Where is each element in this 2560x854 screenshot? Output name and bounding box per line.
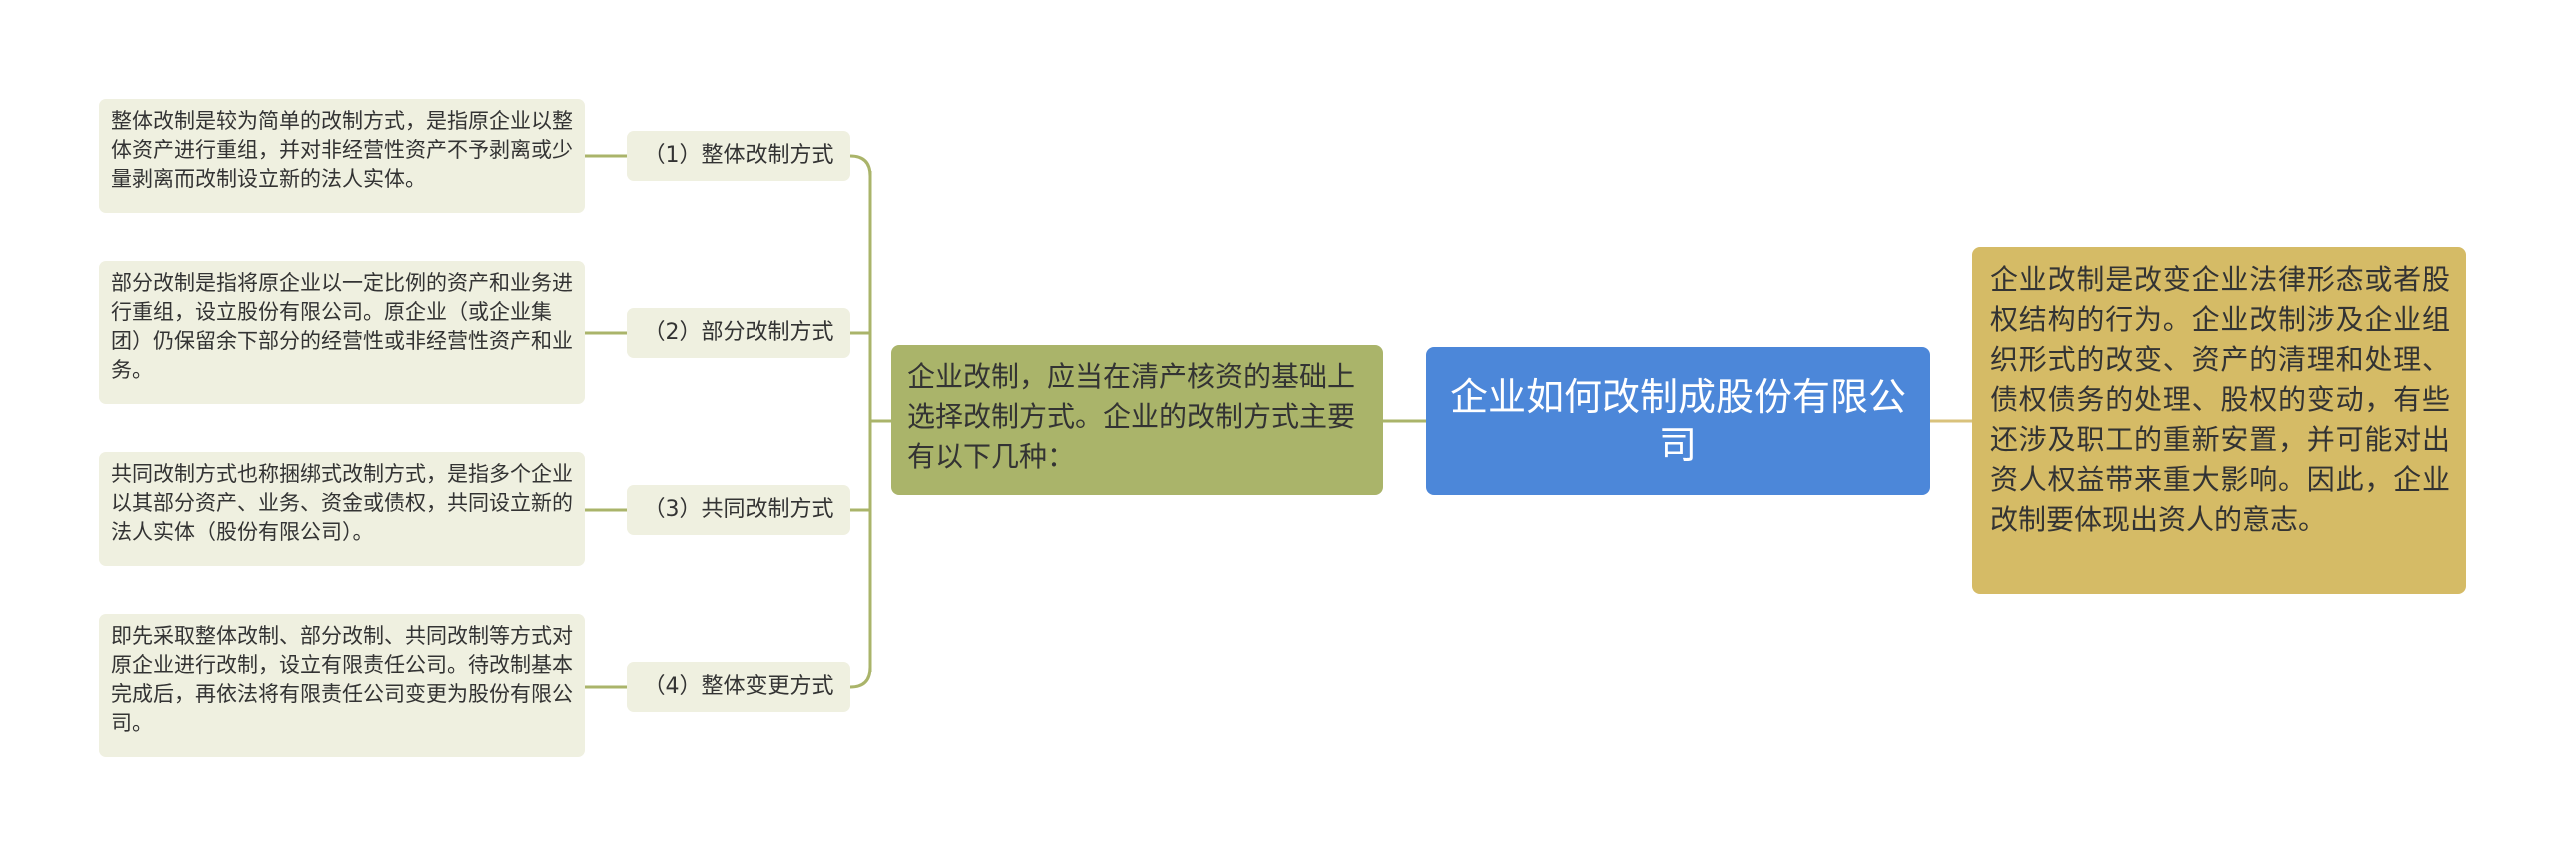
reform-methods-topic[interactable]: 企业改制，应当在清产核资的基础上选择改制方式。企业的改制方式主要有以下几种： <box>891 345 1383 495</box>
method-node-1[interactable]: （1）整体改制方式 <box>627 131 850 181</box>
method-node-4[interactable]: （4）整体变更方式 <box>627 662 850 712</box>
method-node-2[interactable]: （2）部分改制方式 <box>627 308 850 358</box>
central-topic[interactable]: 企业如何改制成股份有限公司 <box>1426 347 1930 495</box>
method-node-3[interactable]: （3）共同改制方式 <box>627 485 850 535</box>
connector-main-to-methods <box>849 154 891 689</box>
method-detail-3[interactable]: 共同改制方式也称捆绑式改制方式，是指多个企业以其部分资产、业务、资金或债权，共同… <box>99 452 585 566</box>
central-topic-text: 企业如何改制成股份有限公司 <box>1450 375 1907 467</box>
method-detail-2[interactable]: 部分改制是指将原企业以一定比例的资产和业务进行重组，设立股份有限公司。原企业（或… <box>99 261 585 404</box>
definition-note[interactable]: 企业改制是改变企业法律形态或者股权结构的行为。企业改制涉及企业组织形式的改变、资… <box>1972 247 2466 594</box>
method-detail-1[interactable]: 整体改制是较为简单的改制方式，是指原企业以整体资产进行重组，并对非经营性资产不予… <box>99 99 585 213</box>
method-detail-4[interactable]: 即先采取整体改制、部分改制、共同改制等方式对原企业进行改制，设立有限责任公司。待… <box>99 614 585 757</box>
